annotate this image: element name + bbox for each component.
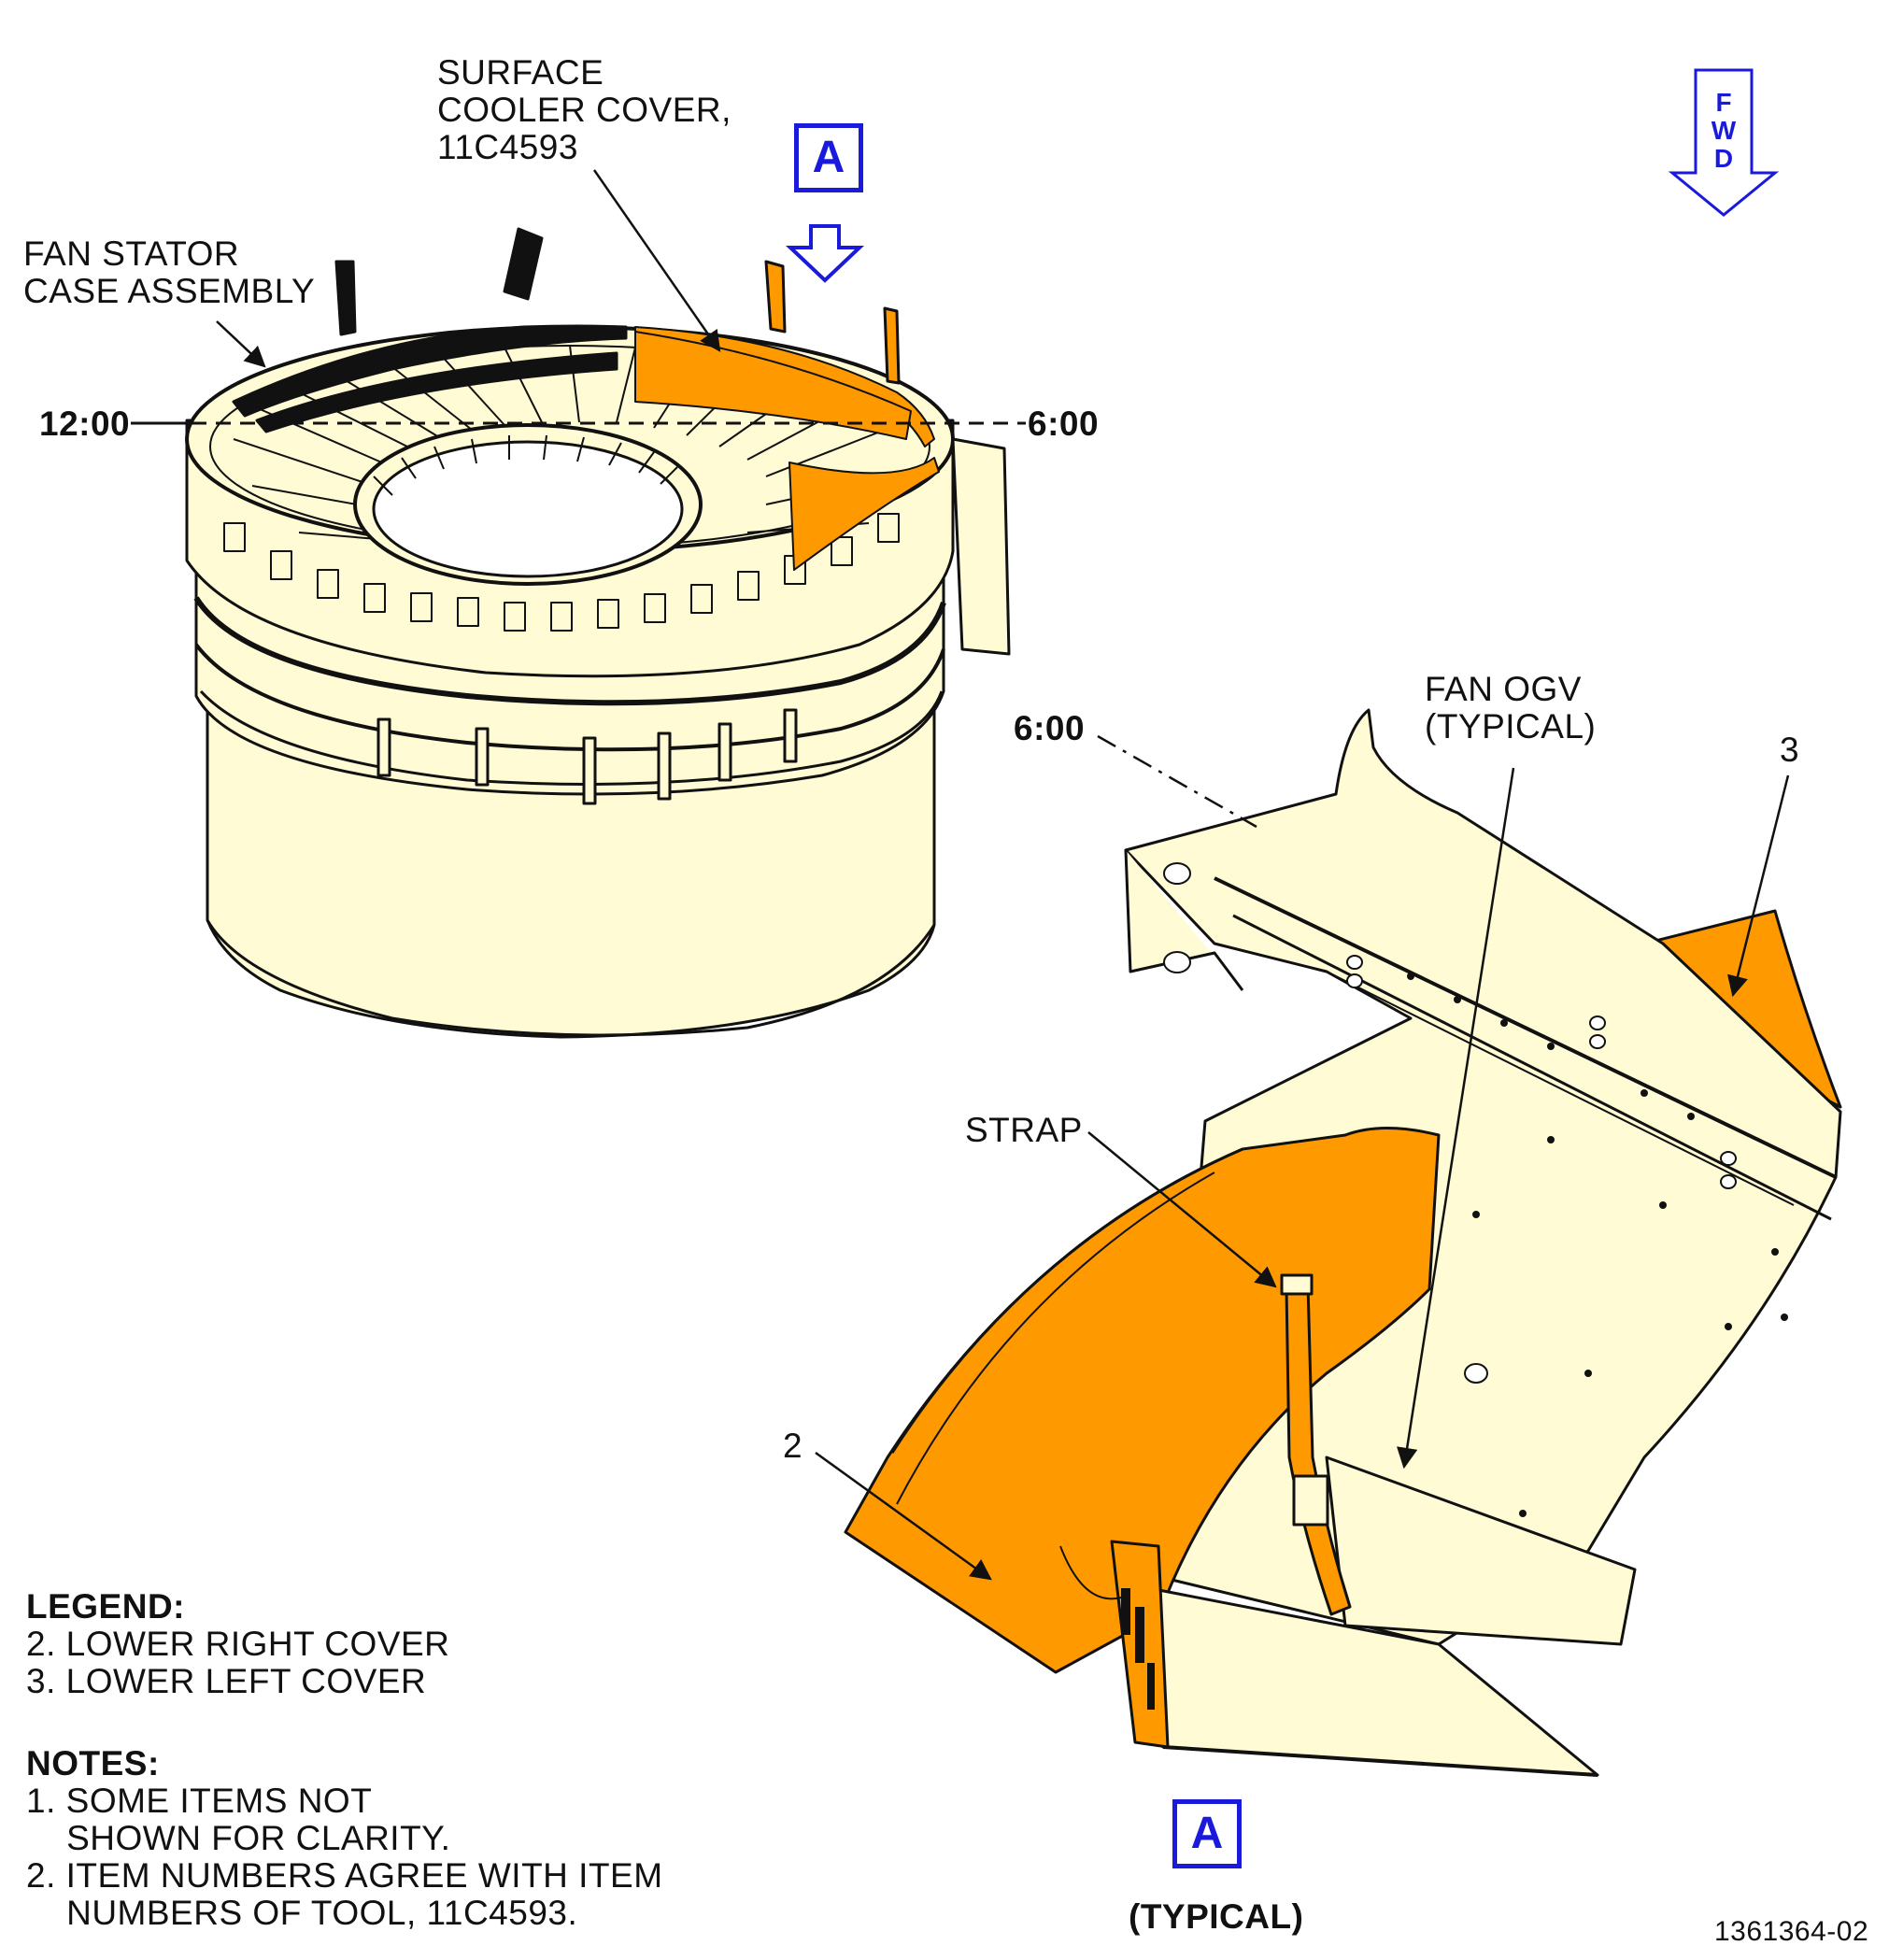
- callout-leaders-detail: [815, 734, 1790, 1581]
- fan-stator-case-drawing: [185, 227, 1011, 1039]
- fan-stator-case-label: FAN STATOR CASE ASSEMBLY: [23, 234, 316, 310]
- legend-item: 2. LOWER RIGHT COVER: [26, 1625, 450, 1663]
- note-item: 2. ITEM NUMBERS AGREE WITH ITEM NUMBERS …: [26, 1856, 663, 1932]
- figure-number: 1361364-02: [1714, 1916, 1869, 1947]
- strap-label: STRAP: [965, 1111, 1083, 1149]
- callout-leaders-top: [216, 169, 721, 368]
- fwd-arrow: [1668, 68, 1780, 217]
- fan-ogv-label: FAN OGV (TYPICAL): [1425, 670, 1597, 746]
- view-a-marker-top: A: [794, 123, 863, 192]
- detail-a-drawing: [844, 708, 1842, 1777]
- fwd-letter: W: [1711, 116, 1737, 145]
- clock-12-label: 12:00: [39, 405, 131, 443]
- legend-item: 3. LOWER LEFT COVER: [26, 1662, 427, 1700]
- clock-6-detail-label: 6:00: [1014, 709, 1086, 747]
- view-a-arrow: [785, 224, 865, 283]
- fwd-label: F W D: [1705, 89, 1742, 173]
- legend: LEGEND: 2. LOWER RIGHT COVER 3. LOWER LE…: [26, 1588, 449, 1700]
- clock-6-top-label: 6:00: [1028, 405, 1100, 443]
- surface-cooler-cover-label: SURFACE COOLER COVER, 11C4593: [437, 53, 731, 166]
- note-item: 1. SOME ITEMS NOT SHOWN FOR CLARITY.: [26, 1782, 451, 1857]
- notes-title: NOTES:: [26, 1744, 160, 1782]
- item-3-label: 3: [1780, 731, 1800, 769]
- fwd-letter: D: [1713, 144, 1734, 173]
- legend-title: LEGEND:: [26, 1587, 185, 1626]
- fwd-letter: F: [1715, 88, 1732, 117]
- view-a-marker-bottom: A: [1172, 1799, 1242, 1868]
- view-caption: (TYPICAL): [1129, 1897, 1304, 1936]
- item-2-label: 2: [783, 1427, 803, 1465]
- notes: NOTES: 1. SOME ITEMS NOT SHOWN FOR CLARI…: [26, 1745, 663, 1932]
